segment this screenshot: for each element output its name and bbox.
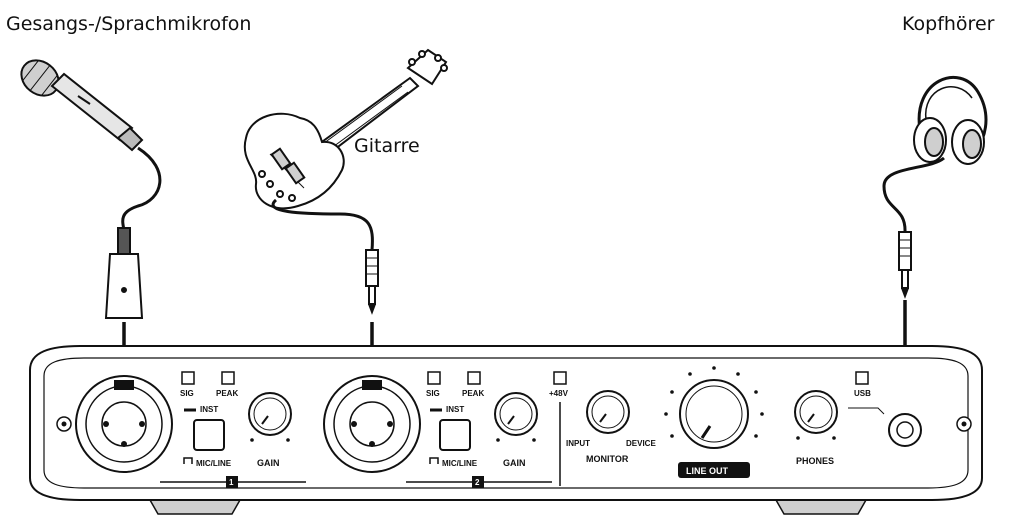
- microphone-icon: [20, 59, 144, 152]
- combo-input-2[interactable]: [323, 375, 421, 473]
- headphones-icon: [913, 75, 988, 165]
- ch1-sig-led: [181, 371, 195, 385]
- usb-led: [855, 371, 869, 385]
- headphones-caption: Kopfhörer: [902, 13, 995, 35]
- ch2-sig-label: SIG: [426, 389, 440, 398]
- ch2-micline-label: MIC/LINE: [442, 459, 478, 468]
- guitar-caption: Gitarre: [354, 135, 420, 157]
- ch1-gain-knob[interactable]: [248, 392, 292, 442]
- ch2-mode-switch[interactable]: [439, 419, 471, 451]
- monitor-knob[interactable]: [586, 390, 630, 434]
- headphones-jack-plug-icon: [898, 231, 912, 299]
- ch1-mode-switch[interactable]: [193, 419, 225, 451]
- headphones-cable: [882, 156, 945, 233]
- phones-label: PHONES: [796, 456, 834, 466]
- headphone-jack[interactable]: [888, 413, 922, 447]
- phones-knob[interactable]: [794, 390, 838, 440]
- monitor-device-label: DEVICE: [626, 439, 656, 448]
- guitar-jack-plug-icon: [365, 249, 379, 315]
- line-out-label: LINE OUT: [686, 466, 729, 476]
- ch1-micline-label: MIC/LINE: [196, 459, 232, 468]
- ch2-inst-label: INST: [446, 405, 464, 414]
- phantom-label: +48V: [549, 389, 569, 398]
- usb-indicator-line: [848, 407, 885, 415]
- ch1-sig-label: SIG: [180, 389, 194, 398]
- ch1-peak-led: [221, 371, 235, 385]
- ch2-peak-label: PEAK: [462, 389, 484, 398]
- ch1-micline-icon: [183, 457, 193, 464]
- ch2-number: 2: [475, 478, 480, 487]
- ch1-number: 1: [229, 478, 234, 487]
- usb-label: USB: [854, 389, 871, 398]
- ch2-gain-knob[interactable]: [494, 392, 538, 442]
- ch2-number-badge: [472, 476, 484, 488]
- ch2-sig-led: [427, 371, 441, 385]
- audio-interface: SIG PEAK INST MIC/LINE GAIN 1: [29, 345, 983, 515]
- monitor-label: MONITOR: [586, 454, 629, 464]
- microphone-caption: Gesangs-/Sprachmikrofon: [6, 13, 251, 35]
- ch1-inst-label: INST: [200, 405, 218, 414]
- ch1-number-badge: [226, 476, 238, 488]
- ch2-peak-led: [467, 371, 481, 385]
- monitor-input-label: INPUT: [566, 439, 590, 448]
- ch1-peak-label: PEAK: [216, 389, 238, 398]
- line-out-badge: [678, 462, 750, 478]
- ch2-micline-icon: [429, 457, 439, 464]
- microphone-cable: [121, 146, 162, 231]
- guitar-cable: [271, 198, 374, 251]
- phantom-led: [553, 371, 567, 385]
- guitar-icon: [243, 48, 448, 210]
- ch2-gain-label: GAIN: [503, 458, 526, 468]
- xlr-plug-icon: [104, 227, 144, 319]
- combo-input-1[interactable]: [75, 375, 173, 473]
- ch1-gain-label: GAIN: [257, 458, 280, 468]
- line-out-knob[interactable]: [664, 366, 764, 449]
